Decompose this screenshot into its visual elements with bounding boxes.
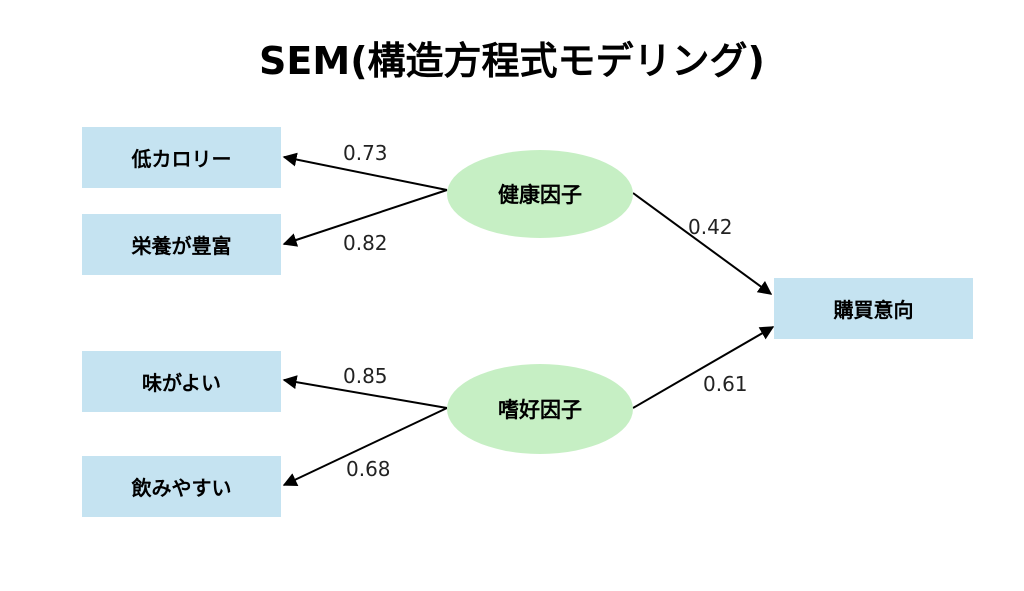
arrow-health-low-calorie [282, 152, 448, 191]
factor-preference: 嗜好因子 [447, 364, 633, 454]
arrow-pref-easy-drink [282, 407, 448, 486]
arrow-pref-tasty [282, 375, 448, 409]
arrow-health-purchase [632, 192, 773, 295]
coef-pref-purchase: 0.61 [703, 372, 748, 396]
coef-health-purchase: 0.42 [688, 215, 733, 239]
coef-pref-tasty: 0.85 [343, 364, 388, 388]
page-title: SEM(構造方程式モデリング) [259, 39, 765, 83]
observed-nutrition: 栄養が豊富 [82, 214, 281, 275]
observed-easy-drink: 飲みやすい [82, 456, 281, 517]
observed-low-calorie: 低カロリー [82, 127, 281, 188]
arrow-pref-purchase [632, 326, 775, 409]
arrow-health-nutrition [282, 189, 448, 247]
factor-health: 健康因子 [447, 150, 633, 238]
coef-health-low-calorie: 0.73 [343, 141, 388, 165]
observed-purchase: 購買意向 [774, 278, 973, 339]
coef-pref-easy-drink: 0.68 [346, 457, 391, 481]
observed-tasty: 味がよい [82, 351, 281, 412]
coef-health-nutrition: 0.82 [343, 231, 388, 255]
